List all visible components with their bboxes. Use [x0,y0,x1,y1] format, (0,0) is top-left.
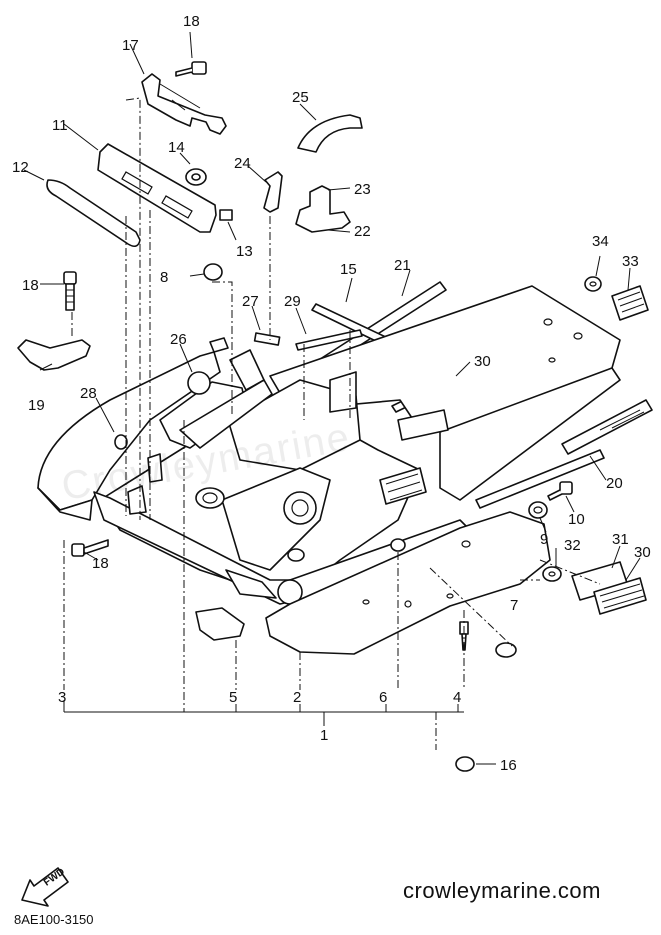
callout-labels: 18 17 11 14 12 13 25 24 23 22 8 18 15 21… [12,13,651,774]
callout-4: 4 [453,689,461,706]
part-12-handle [46,179,141,248]
callout-2: 2 [293,689,301,706]
callout-20: 20 [606,475,623,492]
callout-26: 26 [170,331,187,348]
part-32-nut [542,566,562,582]
callout-8: 8 [160,269,168,286]
callout-14: 14 [168,139,185,156]
callout-18a: 18 [183,13,200,30]
callout-6: 6 [379,689,387,706]
part-30-lamp-lens [593,577,647,615]
callout-11: 11 [52,117,68,134]
callout-32: 32 [564,537,581,554]
fwd-arrow-icon [21,867,69,907]
part-16-plug [455,756,475,772]
part-9-nut [528,501,548,519]
part-26-pad [187,371,211,395]
callout-27: 27 [242,293,259,310]
callout-17: 17 [122,37,139,54]
callout-31: 31 [612,531,629,548]
callout-3: 3 [58,689,66,706]
callout-23: 23 [354,181,371,198]
callout-18c: 18 [92,555,109,572]
callout-12: 12 [12,159,29,176]
callout-18b: 18 [22,277,39,294]
callout-15: 15 [340,261,357,278]
callout-19: 19 [28,397,45,414]
part-5-bracket [195,607,245,641]
part-6-grommet [390,538,406,552]
rear-tunnel [269,285,621,509]
part-13-pad [219,209,233,221]
part-27-spacer [253,332,281,346]
callout-10: 10 [568,511,585,528]
callout-13: 13 [236,243,253,260]
part-10-bolt [547,481,573,501]
part-18-bolt-left [63,271,77,311]
callout-28: 28 [80,385,97,402]
callout-29: 29 [284,293,301,310]
callout-22: 22 [354,223,371,240]
part-11-plate [97,143,217,233]
callout-30b: 30 [634,544,651,561]
part-33-lamp-lens [611,285,649,321]
callout-33: 33 [622,253,639,270]
website-url: crowleymarine.com [403,878,601,903]
part-28-grommet [114,434,128,450]
part-18-bolt-lower [71,539,109,557]
callout-7: 7 [510,597,518,614]
callout-16: 16 [500,757,517,774]
part-22-23-block [295,185,351,233]
diagram-code: 8AE100-3150 [14,912,94,927]
callout-25: 25 [292,89,309,106]
part-18-bolt-top [175,61,207,77]
part-2-side-panel [265,511,551,655]
part-24-strip [263,171,283,213]
leader-lines [23,31,641,765]
part-7-plug [495,642,517,658]
part-25-grip [297,114,363,153]
part-29-strip [295,329,363,351]
callout-9: 9 [540,531,548,548]
part-19-clip [17,339,91,371]
callout-30a: 30 [474,353,491,370]
part-17-bracket [141,73,227,135]
callout-5: 5 [229,689,237,706]
part-8-grommet [203,263,223,281]
part-34-nut [584,276,602,292]
callout-34: 34 [592,233,609,250]
callout-1: 1 [320,727,328,744]
chassis-frame [37,337,471,605]
callout-21: 21 [394,257,411,274]
callout-24: 24 [234,155,251,172]
